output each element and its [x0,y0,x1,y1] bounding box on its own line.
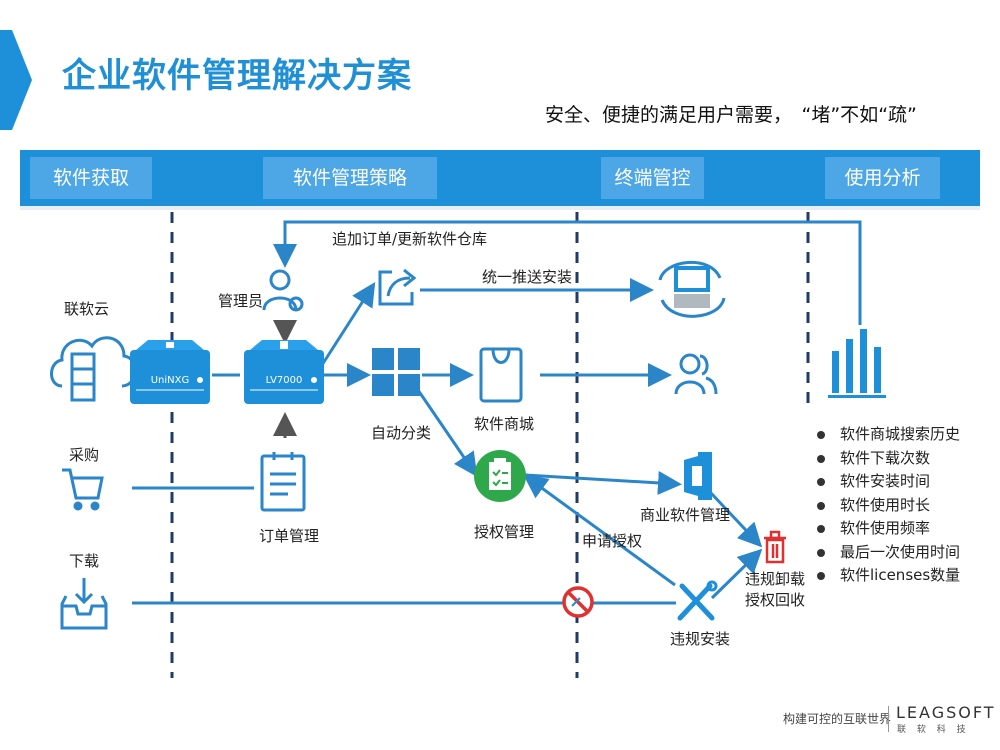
section-acquisition: 软件获取 [30,157,152,199]
office-icon [684,452,712,500]
footer-divider [888,706,889,732]
shopping-bag-icon [479,347,523,403]
source-download-label: 下载 [69,552,100,570]
share-icon [378,268,417,306]
apply-license-label: 申请授权 [582,532,643,550]
apply-license-arrow [523,474,676,587]
uninxg-label: UniNXG [151,375,190,386]
grid-icon [372,348,420,396]
lv7000-to-share-arrow [320,281,376,366]
violation-install-label: 违规安装 [670,630,731,648]
section-usage-analysis: 使用分析 [825,157,940,199]
section-header-shadow [20,206,980,210]
analysis-item: 软件下载次数 [815,447,960,471]
update-repo-label: 追加订单/更新软件仓库 [332,230,488,248]
feedback-loop-arrow [273,220,862,325]
store-label: 软件商城 [474,415,535,433]
push-install-label: 统一推送安装 [482,268,573,286]
clipboard-check-icon [474,450,526,502]
analysis-item: 软件安装时间 [815,470,960,494]
order-mgmt-label: 订单管理 [259,527,320,545]
forbidden-icon [562,586,594,618]
page-title: 企业软件管理解决方案 [62,56,412,96]
source-cloud-label: 联软云 [64,300,110,318]
tools-to-trash-arrow [710,548,763,600]
analysis-item: 软件使用时长 [815,494,960,518]
cart-icon [62,468,104,511]
brand-logo: LEAGSOFT [896,703,996,722]
page-subtitle: 安全、便捷的满足用户需要， “堵”不如“疏” [545,104,917,126]
analysis-item: 软件licenses数量 [815,564,960,588]
license-to-office-arrow [524,470,682,495]
order-clipboard-icon [260,452,306,512]
monitor-sync-icon [658,261,726,318]
analysis-item: 软件商城搜索历史 [815,423,960,447]
download-tray-icon [60,578,108,630]
auto-classify-label: 自动分类 [371,424,432,442]
brand-subtitle: 联 软 科 技 [897,725,970,735]
lv7000-label: LV7000 [266,375,303,386]
admin-user-icon [262,269,304,312]
admin-label: 管理员 [218,292,264,310]
cloud-server-icon [50,336,137,402]
lv7000-device-icon [244,340,324,404]
trash-icon [764,530,786,564]
tools-icon [677,580,718,621]
analysis-item: 软件使用频率 [815,517,960,541]
grid-to-license-arrow [416,389,478,477]
office-to-trash-arrow [708,490,763,548]
section-endpoint-control: 终端管控 [601,157,704,199]
bar-chart-icon [828,329,886,398]
analysis-item: 最后一次使用时间 [815,541,960,565]
source-purchase-label: 采购 [69,446,100,464]
uninxg-device-icon [130,340,210,404]
users-icon [674,353,718,395]
uninstall-label-line1: 违规卸载 [745,570,806,588]
footer-slogan: 构建可控的互联世界 [783,712,892,726]
left-chevron-decoration [0,30,32,130]
section-header-band [20,150,980,206]
uninstall-label-line2: 授权回收 [745,591,806,609]
section-management-policy: 软件管理策略 [263,157,437,199]
license-mgmt-label: 授权管理 [474,523,535,541]
commercial-mgmt-label: 商业软件管理 [640,506,731,524]
usage-analysis-list: 软件商城搜索历史 软件下载次数 软件安装时间 软件使用时长 软件使用频率 最后一… [815,423,960,588]
